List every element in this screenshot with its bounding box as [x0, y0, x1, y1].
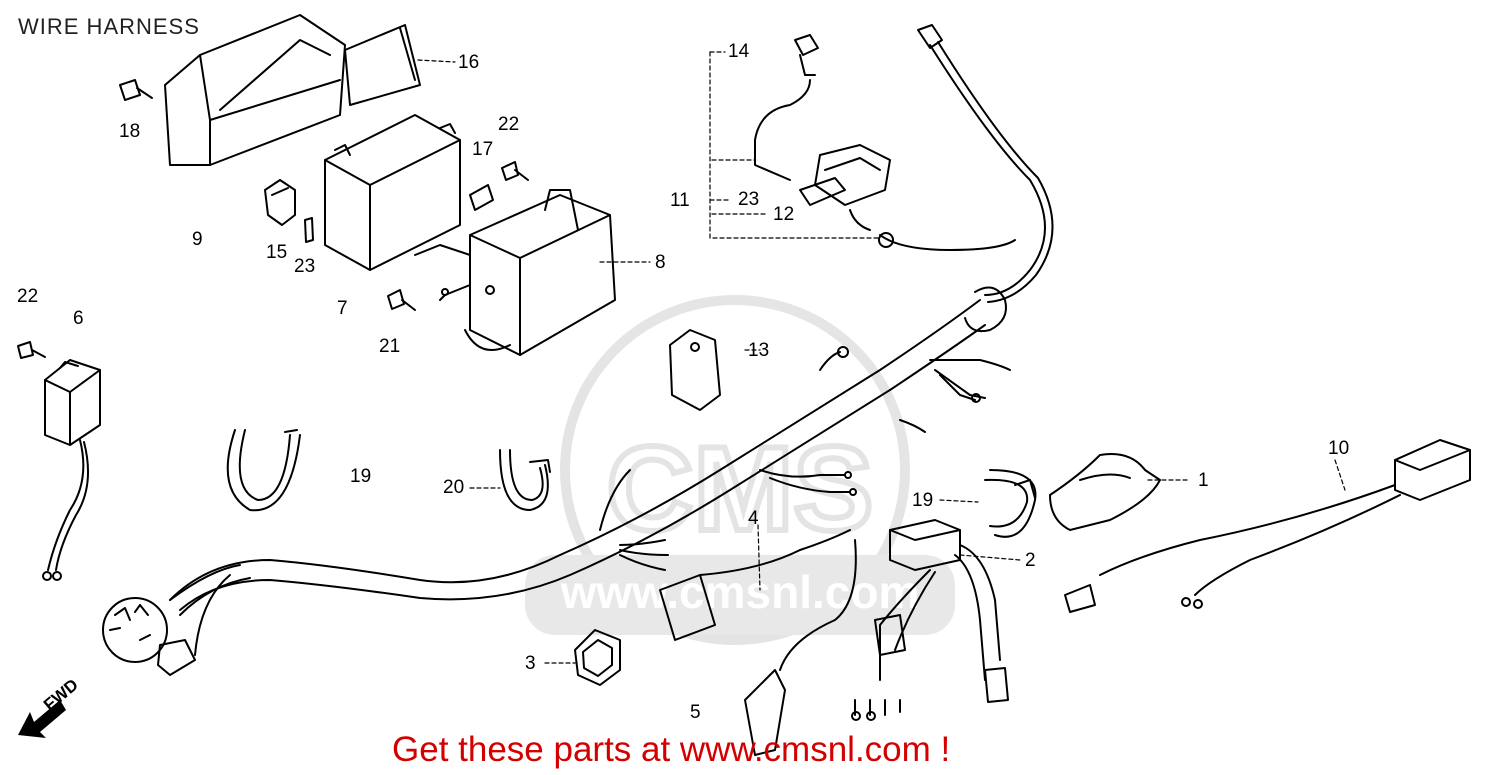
callout-18: 18 [119, 121, 141, 142]
callout-7: 7 [337, 298, 348, 319]
callout-12: 12 [773, 204, 795, 225]
battery [324, 114, 461, 271]
bolt-22-left [17, 341, 46, 359]
callout-22-left: 22 [17, 286, 39, 307]
promo-link[interactable]: Get these parts at www.cmsnl.com ! [392, 730, 951, 769]
battery-case [164, 14, 346, 166]
callout-1: 1 [1198, 470, 1209, 491]
ignition-switch [102, 564, 251, 676]
callout-4: 4 [748, 508, 759, 529]
page-title: WIRE HARNESS [18, 14, 200, 39]
callout-11: 11 [670, 190, 690, 211]
callout-20: 20 [443, 477, 465, 498]
connector-assembly [754, 34, 1016, 251]
band-20 [499, 449, 551, 511]
callout-3: 3 [525, 653, 536, 674]
watermark-cms-text: CMS [607, 422, 874, 556]
cover-1 [1049, 453, 1161, 531]
main-harness [169, 286, 1011, 611]
watermark-url-text: www.cmsnl.com [560, 566, 920, 618]
callout-21: 21 [379, 336, 401, 357]
bolt-22-top [501, 161, 529, 181]
callout-15: 15 [266, 242, 288, 263]
fuse-holder [264, 179, 296, 226]
callout-2: 2 [1025, 550, 1036, 571]
fuse-23 [304, 217, 314, 243]
callout-16: 16 [458, 52, 480, 73]
callout-14: 14 [728, 41, 750, 62]
battery-plate [344, 24, 421, 106]
callout-8: 8 [655, 252, 666, 273]
callout-6: 6 [73, 308, 84, 329]
cover-13 [669, 329, 721, 411]
band-19-left [226, 429, 301, 512]
callout-10: 10 [1328, 438, 1350, 459]
callout-5: 5 [690, 702, 701, 723]
cdi-unit [851, 519, 1009, 721]
callout-19-right: 19 [912, 490, 934, 511]
callout-17: 17 [472, 139, 494, 160]
bolt-18 [119, 79, 153, 101]
regulator-lead [1064, 439, 1471, 613]
callout-9: 9 [192, 229, 203, 250]
band-19-right [984, 469, 1037, 538]
battery-holder [414, 189, 616, 356]
callout-22-top: 22 [498, 114, 520, 135]
callout-23-left: 23 [294, 256, 316, 277]
relay [42, 359, 101, 581]
callout-13: 13 [748, 340, 770, 361]
callout-23-right: 23 [738, 189, 760, 210]
cap-3 [574, 629, 621, 686]
ignition-coil [659, 529, 857, 756]
leader-lines [417, 51, 1346, 664]
long-lead-wire [917, 24, 1054, 303]
clip-17 [469, 184, 494, 211]
bolt-21 [387, 289, 416, 311]
fwd-arrow-icon [18, 700, 66, 738]
callout-19-left: 19 [350, 466, 372, 487]
cms-watermark-logo: www.cmsnl.com CMS [525, 295, 955, 645]
